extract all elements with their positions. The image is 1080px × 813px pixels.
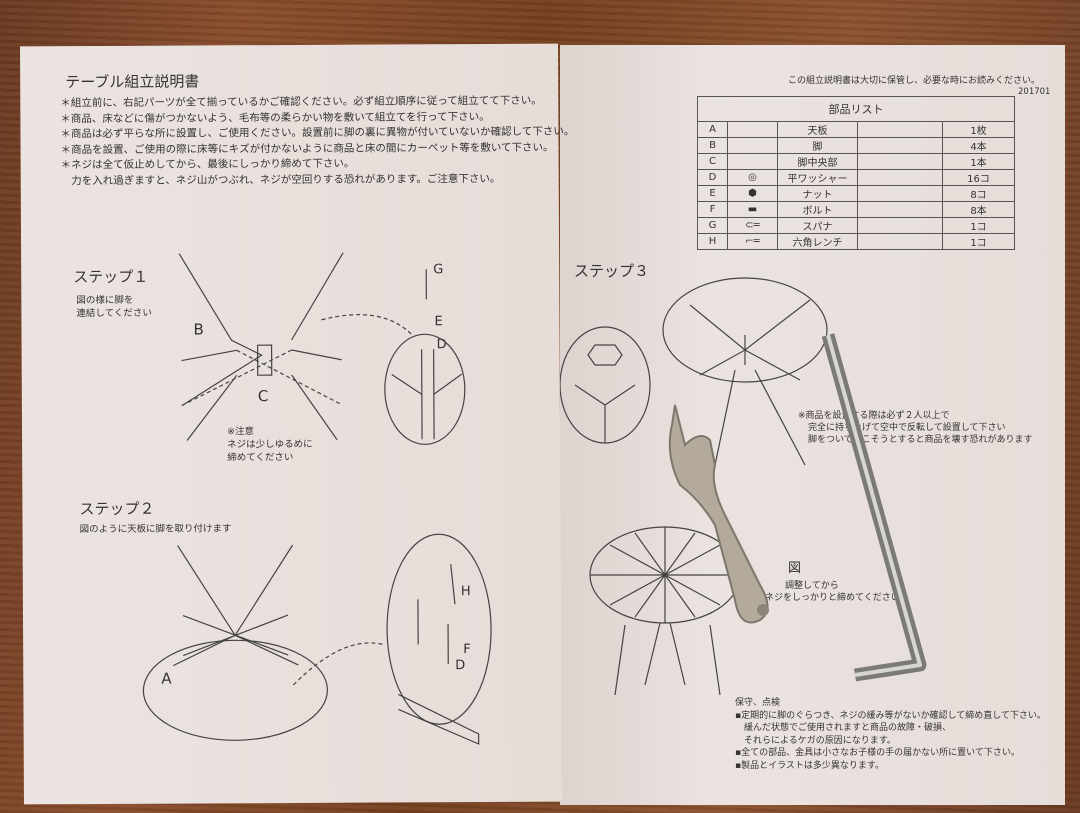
- spanner-tool-photo: [668, 404, 769, 624]
- left-page: テーブル組立説明書 ＊組立前に、右記パーツが全て揃っているかご確認ください。必ず…: [20, 43, 574, 805]
- parts-list-title: 部品リスト: [697, 96, 1015, 122]
- parts-row: B 脚 4本: [697, 137, 1015, 154]
- step4-title: 図: [788, 561, 802, 576]
- document-code: 201701: [1018, 87, 1051, 97]
- parts-row: D ◎ 平ワッシャー 16コ: [697, 169, 1015, 186]
- step2-tabletop: [142, 639, 328, 741]
- step2-detail-ellipse: [386, 533, 492, 725]
- physical-tools: [668, 333, 927, 682]
- step3-warning: ※商品を設置する際は必ず２人以上で完全に持ち上げて空中で反転して設置して下さい脚…: [798, 411, 1033, 445]
- step3-title: ステップ３: [574, 262, 650, 280]
- step1-detail-circle: [384, 333, 466, 445]
- parts-row: E ⬢ ナット 8コ: [697, 185, 1015, 202]
- step3-step4-illustrations: [560, 277, 828, 696]
- parts-row: H ⌐═ 六角レンチ 1コ: [697, 233, 1015, 250]
- step-illustrations: [142, 252, 492, 745]
- parts-row: F ▬ ボルト 8本: [697, 201, 1015, 218]
- right-page: この組立説明書は大切に保管し、必要な時にお読みください。 201701 部品リス…: [560, 45, 1065, 805]
- step4-desc: 調整してからネジをしっかりと締めてください: [765, 581, 900, 603]
- keep-notice: この組立説明書は大切に保管し、必要な時にお読みください。: [788, 76, 1041, 86]
- parts-row: C 脚中央部 1本: [697, 153, 1015, 170]
- maintenance-notes: 保守、点検 ▪定期的に脚のぐらつき、ネジの緩み等がないか確認して締め直して下さい…: [735, 698, 1046, 771]
- hex-key-tool-photo: [821, 333, 927, 682]
- step1-leg-illustration: [178, 252, 344, 441]
- parts-row: G ⊂═ スパナ 1コ: [697, 217, 1015, 234]
- part-qty: 1コ: [942, 233, 1015, 250]
